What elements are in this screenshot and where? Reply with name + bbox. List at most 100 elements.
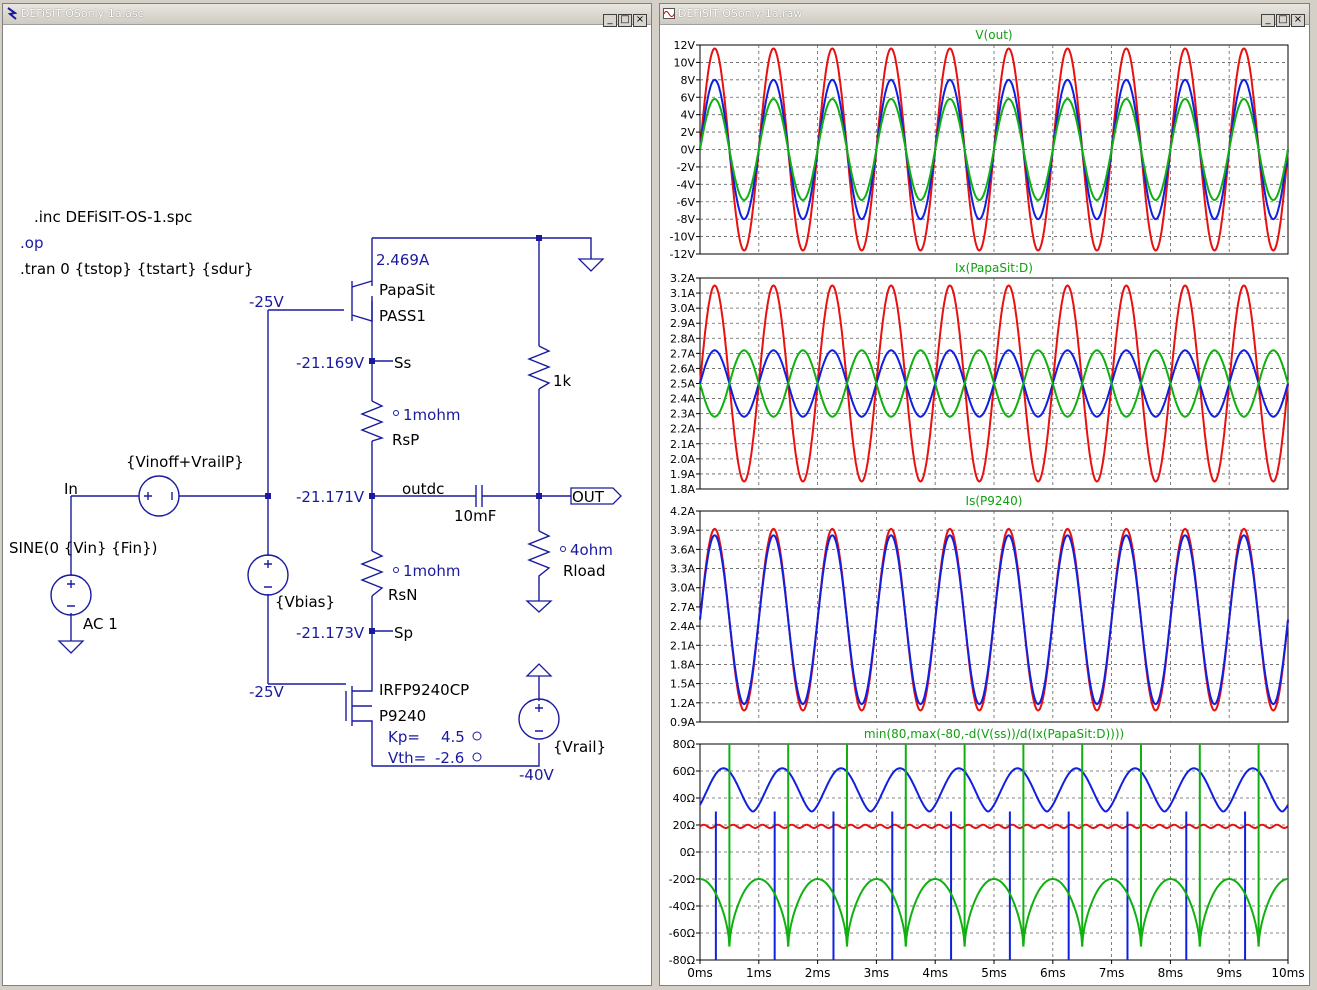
schematic-window[interactable]: DEFiSIT-OSonly-1a.asc _□×	[2, 3, 652, 986]
plot-title: V(out)	[975, 28, 1012, 42]
y-tick-label: 0Ω	[680, 846, 695, 859]
rail-voltage: -40V	[519, 766, 554, 784]
schematic-drawing[interactable]: .inc DEFiSIT-OS-1.spc .tran 0 {tstop} {t…	[3, 24, 651, 986]
outdc-label: outdc	[402, 480, 444, 498]
out-port-flag[interactable]	[570, 487, 622, 505]
inc-directive[interactable]: .inc DEFiSIT-OS-1.spc	[34, 208, 192, 226]
y-tick-label: -12V	[670, 248, 696, 261]
junction-dots	[265, 235, 542, 634]
tran-directive[interactable]: .tran 0 {tstop} {tstart} {sdur}	[20, 260, 254, 278]
papasit-name: PapaSit	[379, 281, 435, 299]
x-tick-label: 7ms	[1099, 966, 1125, 980]
y-tick-label: 2.5A	[670, 378, 695, 391]
vbias-label: {Vbias}	[275, 593, 335, 611]
resistor-rload[interactable]	[527, 530, 551, 581]
papasit-current: 2.469A	[376, 251, 430, 269]
plot-pane-3[interactable]: Is(P9240)4.2A3.9A3.6A3.3A3.0A2.7A2.4A2.1…	[670, 494, 1289, 729]
vrail-label: {Vrail}	[553, 738, 606, 756]
x-tick-label: 1ms	[746, 966, 772, 980]
sine-label: SINE(0 {Vin} {Fin})	[9, 539, 157, 557]
ground-symbol-rail	[525, 663, 553, 677]
y-tick-label: 12V	[673, 39, 695, 52]
plot-title: Is(P9240)	[966, 494, 1023, 508]
x-tick-label: 2ms	[805, 966, 831, 980]
schematic-titlebar[interactable]: DEFiSIT-OSonly-1a.asc _□×	[3, 4, 651, 27]
kp-label: Kp=	[388, 728, 420, 746]
vth-label: Vth=	[388, 749, 426, 767]
cap-value: 10mF	[454, 507, 496, 525]
ltspice-icon	[7, 7, 18, 20]
y-tick-label: 2.4A	[670, 393, 695, 406]
sp-label: Sp	[394, 624, 413, 642]
x-tick-label: 10ms	[1271, 966, 1304, 980]
voltage-source-vinoff[interactable]	[138, 475, 180, 517]
close-button[interactable]: ×	[633, 14, 647, 27]
y-tick-label: 2.3A	[670, 408, 695, 421]
r1k-value: 1k	[553, 372, 572, 390]
y-tick-label: 1.8A	[670, 483, 695, 496]
in-label: In	[64, 480, 78, 498]
voltage-source-sine[interactable]	[50, 574, 92, 616]
y-tick-label: 2.6A	[670, 362, 695, 375]
y-tick-label: 2V	[680, 126, 695, 139]
y-tick-label: 4V	[680, 109, 695, 122]
y-tick-label: -80Ω	[669, 954, 695, 967]
y-tick-label: 1.5A	[670, 678, 695, 691]
waveform-plots[interactable]: V(out)12V10V8V6V4V2V0V-2V-4V-6V-8V-10V-1…	[660, 24, 1309, 986]
y-tick-label: 4.2A	[670, 505, 695, 518]
voltage-source-vrail[interactable]	[518, 698, 560, 740]
minimize-button[interactable]: _	[603, 14, 617, 27]
plot-title: Ix(PapaSit:D)	[955, 261, 1033, 275]
capacitor-10mf[interactable]	[475, 485, 483, 507]
outdc-voltage: -21.171V	[296, 488, 365, 506]
y-tick-label: -6V	[677, 196, 696, 209]
mosfet-name: P9240	[379, 707, 426, 725]
maximize-button[interactable]: □	[618, 14, 632, 27]
vth-value: -2.6	[435, 749, 464, 767]
ss-label: Ss	[394, 354, 412, 372]
y-tick-label: 3.9A	[670, 524, 695, 537]
plot-pane-2[interactable]: Ix(PapaSit:D)3.2A3.1A3.0A2.9A2.8A2.7A2.6…	[670, 261, 1289, 496]
y-tick-label: 2.7A	[670, 347, 695, 360]
resistor-1k[interactable]	[527, 345, 551, 390]
waveform-titlebar[interactable]: DEFiSIT-OSonly-1a.raw _□×	[660, 4, 1309, 27]
y-tick-label: 10V	[673, 56, 695, 69]
x-tick-label: 9ms	[1216, 966, 1242, 980]
rload-name: Rload	[563, 562, 605, 580]
y-tick-label: 40Ω	[673, 792, 695, 805]
plot-pane-4[interactable]: min(80,max(-80,-d(V(ss))/d(Ix(PapaSit:D)…	[669, 727, 1305, 980]
sp-voltage: -21.173V	[296, 624, 365, 642]
kp-value: 4.5	[441, 728, 465, 746]
out-label: OUT	[572, 488, 605, 506]
series-blue-line	[699, 534, 1289, 706]
voltage-source-vbias[interactable]	[247, 554, 289, 596]
schematic-canvas[interactable]: .inc DEFiSIT-OS-1.spc .tran 0 {tstop} {t…	[3, 24, 651, 985]
y-tick-label: 3.1A	[670, 287, 695, 300]
resistor-rsp[interactable]	[360, 400, 385, 442]
resistor-rsn[interactable]	[360, 550, 384, 597]
close-button[interactable]: ×	[1291, 14, 1305, 27]
ss-voltage: -21.169V	[296, 354, 365, 372]
y-tick-label: 2.9A	[670, 317, 695, 330]
y-tick-label: 2.1A	[670, 639, 695, 652]
op-directive[interactable]: .op	[20, 234, 43, 252]
y-tick-label: -8V	[677, 213, 696, 226]
papasit-model: PASS1	[379, 307, 426, 325]
rsp-value: 1mohm	[403, 406, 460, 424]
series-green-line	[700, 878, 1288, 947]
maximize-button[interactable]: □	[1276, 14, 1290, 27]
y-tick-label: 3.6A	[670, 543, 695, 556]
x-tick-label: 0ms	[687, 966, 713, 980]
y-tick-label: 3.3A	[670, 563, 695, 576]
series-green-line	[699, 349, 1289, 418]
rsp-name: RsP	[392, 431, 419, 449]
minimize-button[interactable]: _	[1261, 14, 1275, 27]
x-tick-label: 6ms	[1040, 966, 1066, 980]
plot-pane-1[interactable]: V(out)12V10V8V6V4V2V0V-2V-4V-6V-8V-10V-1…	[670, 28, 1289, 261]
series-green-line	[699, 97, 1289, 202]
y-tick-label: 2.1A	[670, 438, 695, 451]
y-tick-label: 3.0A	[670, 582, 695, 595]
gate-top-voltage: -25V	[249, 293, 284, 311]
